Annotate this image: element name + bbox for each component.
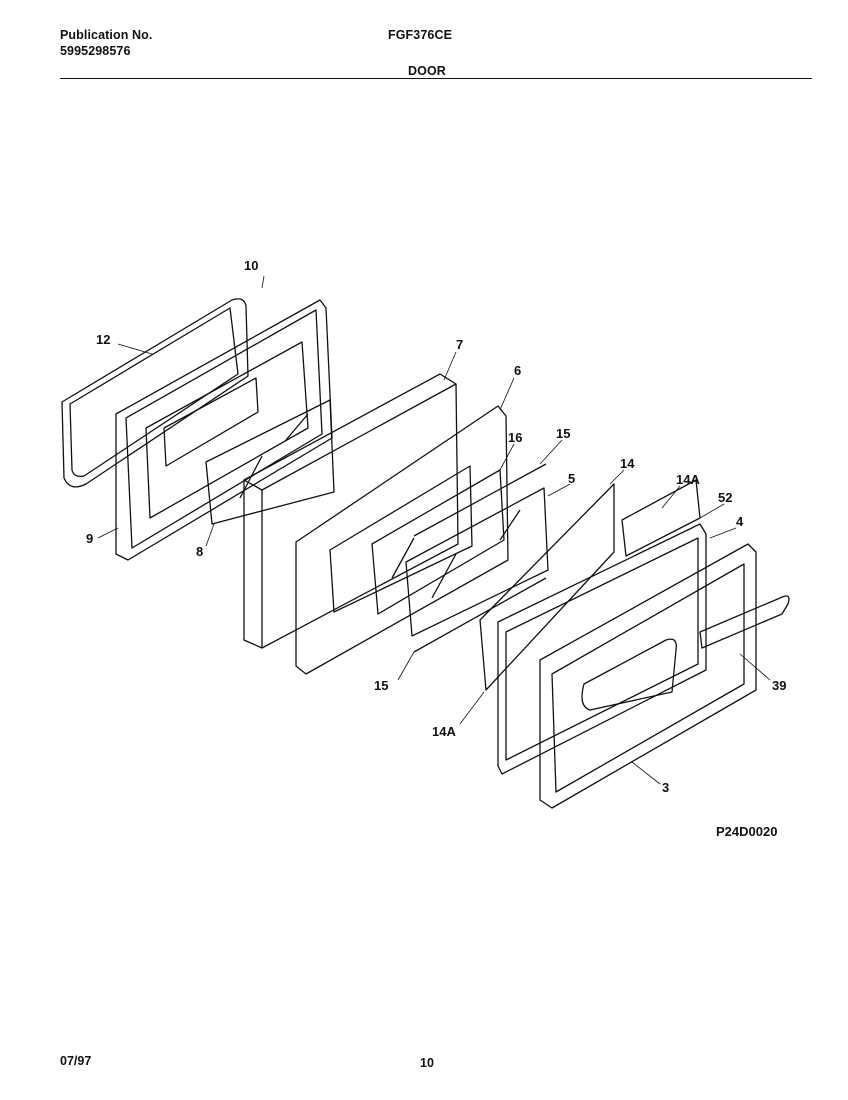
insulation-part [243,373,459,649]
callout-15-upper: 15 [556,426,570,441]
callout-14a-upper: 14A [676,472,700,487]
callout-5: 5 [568,471,575,486]
middle-glass-part [371,469,505,615]
leader-lines [97,275,771,785]
footer-date: 07/97 [60,1054,92,1068]
glass-retainer-lower [413,577,547,653]
page-number: 10 [420,1056,434,1070]
callout-8: 8 [196,544,203,559]
callout-4: 4 [736,514,744,529]
gasket-part [61,298,249,488]
callout-7: 7 [456,337,463,352]
door-liner-part [115,299,333,561]
callout-3: 3 [662,780,669,795]
callout-6: 6 [514,363,521,378]
inner-panel-part [295,405,509,675]
inner-glass-part [205,399,335,525]
callout-12: 12 [96,332,110,347]
outer-glass-part [405,487,549,637]
glass-retainer-upper [413,463,547,537]
publication-number: 5995298576 [60,44,131,58]
callout-10: 10 [244,258,258,273]
callout-14a-lower: 14A [432,724,456,739]
glass-panel-14a [621,479,701,557]
model-number: FGF376CE [388,28,453,42]
header-rule [60,78,812,79]
glass-panel-part [479,483,615,691]
callout-14: 14 [620,456,635,471]
figure-code: P24D0020 [716,824,778,839]
door-frame-part [539,543,790,809]
publication-label: Publication No. [60,28,153,42]
callout-52: 52 [718,490,732,505]
callout-9: 9 [86,531,93,546]
callout-16: 16 [508,430,522,445]
outer-door-part [497,523,707,775]
callout-15-lower: 15 [374,678,388,693]
callout-39: 39 [772,678,786,693]
section-title: DOOR [408,64,446,78]
